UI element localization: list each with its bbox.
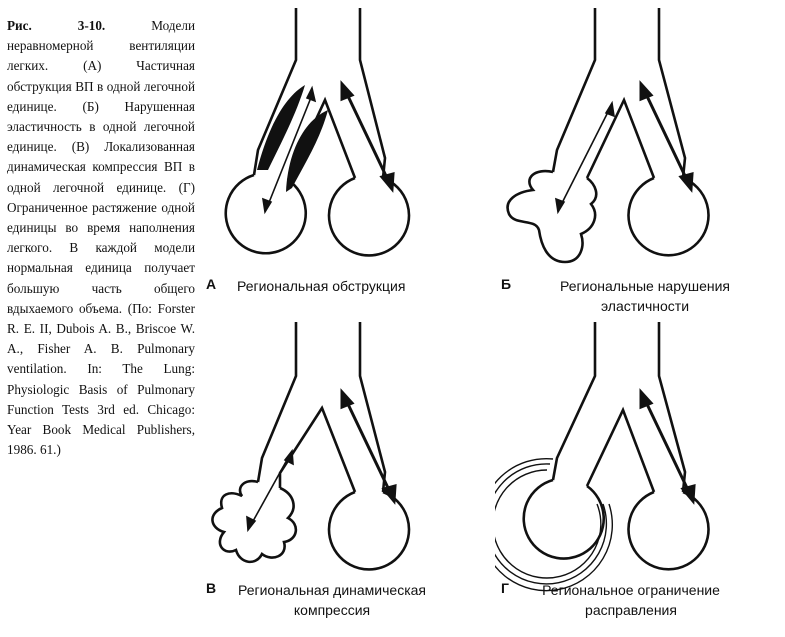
panel-c-title-line2: компрессия (293, 602, 371, 618)
lung-model-restricted-expansion-diagram (495, 322, 710, 592)
panel-d-title-line2: расправления (585, 602, 677, 618)
figure-caption: Рис. 3-10. Модели неравномерной вентиляц… (7, 16, 195, 460)
airway-wall-inner (585, 96, 656, 179)
alveolus-left (224, 173, 307, 255)
panel-c-letter: В (206, 580, 217, 596)
figure-ref: Рис. 3-10. (7, 18, 106, 33)
small-arrow-head-down (262, 197, 273, 215)
panel-c-title-line1: Региональная динамическая (237, 582, 427, 598)
airway-wall-inner (585, 406, 656, 493)
alveolus-left-irregular (506, 169, 598, 264)
alveolus-right (627, 490, 710, 571)
obstruction-plug-outer (257, 85, 305, 170)
panel-a-title: Региональная обструкция (237, 278, 406, 294)
airway-wall-outer-right (657, 322, 687, 493)
restriction-shell (495, 457, 614, 592)
large-arrow-head-down (680, 483, 696, 505)
large-arrow-head-up (639, 388, 654, 410)
obstruction-plug-inner (286, 110, 328, 192)
airway-wall-outer-right (358, 8, 387, 179)
alveolus-right (327, 176, 411, 257)
panel-b-letter: Б (501, 276, 512, 292)
alveolus-right (627, 176, 710, 257)
small-arrow-head-down (555, 197, 566, 215)
lung-model-obstruction-diagram (224, 8, 411, 257)
lung-model-elasticity-diagram (506, 8, 710, 264)
panel-d-title-line1: Региональное ограничение (542, 582, 720, 598)
alveolus-right (327, 490, 411, 571)
panel-c: В Региональная динамическая компрессия (200, 318, 490, 633)
airway-wall-outer-right (657, 8, 687, 179)
caption-text: Модели неравномерной вентиляции легких. … (7, 18, 195, 458)
panel-a-letter: А (206, 276, 217, 292)
airway-wall-outer-right (358, 322, 387, 493)
panel-d-letter: Г (501, 580, 509, 596)
large-arrow-head-down (678, 171, 694, 193)
small-arrow-line (251, 457, 289, 524)
panel-a: А Региональная обструкция (200, 0, 490, 315)
panel-b-title: Региональные нарушения эластичности (535, 276, 755, 316)
large-arrow-head-up (639, 80, 654, 102)
airway-wall-outer-left (256, 322, 298, 483)
airway-wall-outer-left (551, 8, 597, 173)
small-arrow-head-down (246, 515, 257, 533)
large-arrow-line (345, 401, 391, 491)
panel-b-title-line2: эластичности (600, 298, 690, 314)
large-arrow-head-up (340, 388, 355, 410)
small-arrow-line (560, 109, 610, 206)
small-arrow-head-up (283, 448, 294, 466)
small-arrow-head-up (305, 85, 317, 103)
large-arrow-line (644, 401, 690, 491)
panel-b: Б Региональные нарушения эластичности (495, 0, 785, 315)
large-arrow-head-up (340, 80, 355, 102)
airway-wall-outer-left (551, 322, 597, 481)
airway-wall-inner (278, 405, 357, 493)
panel-d-title: Региональное ограничение расправления (531, 580, 731, 620)
large-arrow-head-down (381, 483, 397, 505)
panel-d: Г Региональное ограничение расправления (495, 318, 785, 633)
alveolus-left-irregular (211, 479, 298, 564)
alveolus-left (522, 478, 606, 560)
panel-c-title: Региональная динамическая компрессия (226, 580, 438, 620)
panel-b-title-line1: Региональные нарушения (560, 278, 730, 294)
lung-model-dynamic-compression-diagram (211, 322, 411, 571)
large-arrow-line (345, 93, 389, 179)
small-arrow-line (267, 94, 313, 206)
small-arrow-head-up (604, 100, 615, 118)
airway-wall-outer-left (252, 8, 298, 176)
large-arrow-line (644, 93, 688, 179)
large-arrow-head-down (379, 171, 395, 193)
